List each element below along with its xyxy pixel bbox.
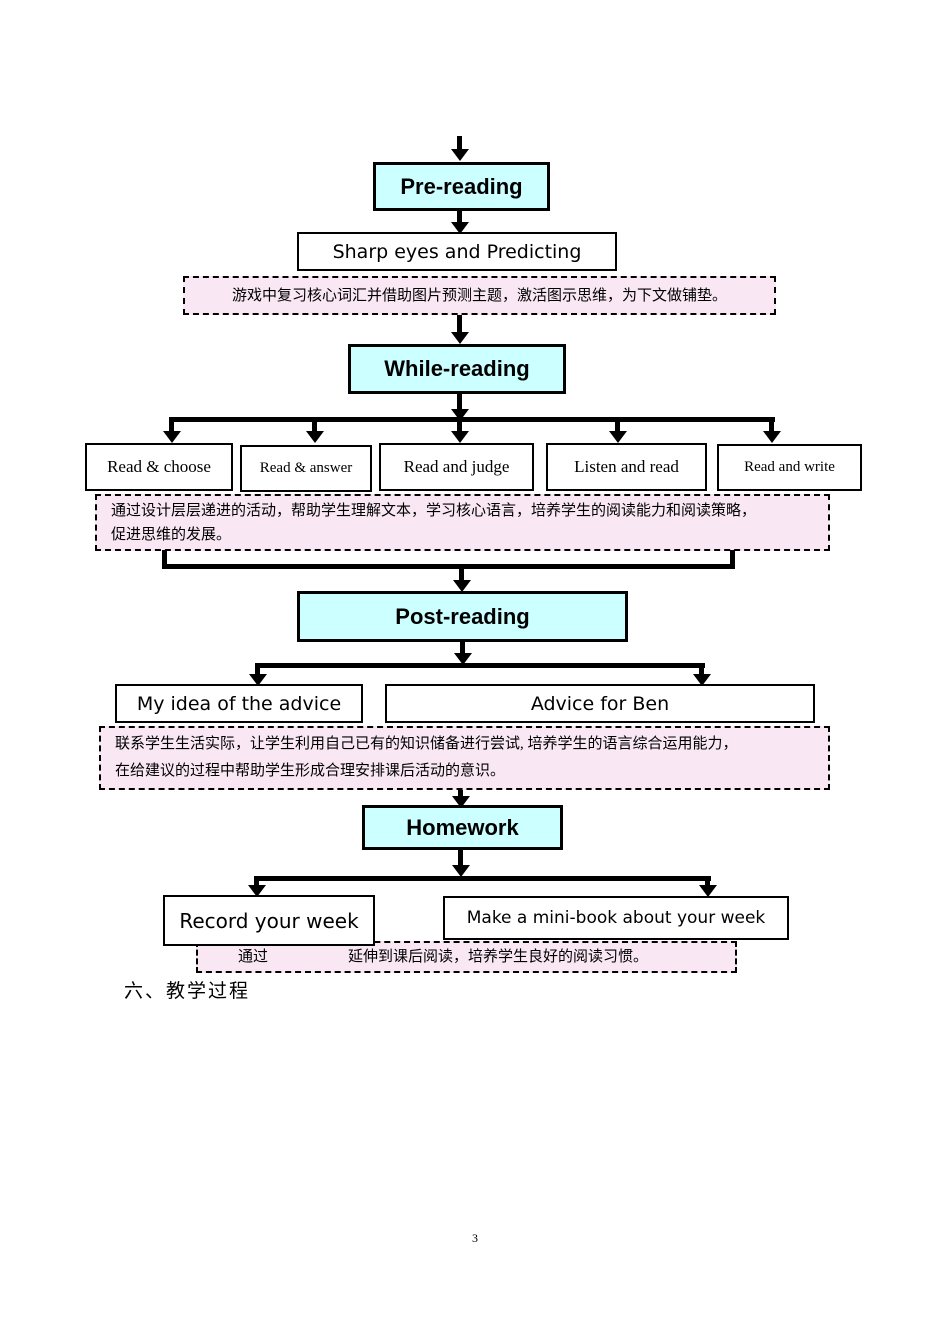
note-text-part2: 延伸到课后阅读，培养学生良好的阅读习惯。: [348, 949, 649, 965]
note-text-part1: 通过: [238, 949, 269, 965]
arrow-down: [451, 419, 469, 443]
activity-box-my-idea: My idea of the advice: [115, 684, 363, 723]
arrow-down: [693, 665, 711, 686]
stage-label-while-reading: While-reading: [384, 356, 530, 381]
activity-label: Record your week: [179, 908, 359, 933]
activity-label: Listen and read: [574, 457, 679, 476]
note-text-line2: 促进思维的发展。: [111, 526, 232, 543]
arrow-down: [763, 419, 781, 443]
note-box-while-reading: 通过设计层层递进的活动，帮助学生理解文本，学习核心语言，培养学生的阅读能力和阅读…: [95, 494, 830, 551]
activity-box-record-week: Record your week: [163, 895, 375, 946]
arrow-down: [699, 878, 717, 897]
arrow-down: [454, 642, 472, 665]
activity-label: Make a mini-book about your week: [466, 908, 766, 928]
arrow-down: [306, 419, 324, 443]
activity-label: Advice for Ben: [530, 692, 670, 715]
stage-box-pre-reading: Pre-reading: [373, 162, 550, 211]
bracket-end-left: [162, 550, 167, 566]
arrow-down: [451, 136, 469, 161]
activity-label: Read & choose: [107, 457, 211, 476]
arrow-down: [453, 566, 471, 592]
activity-box-read-judge: Read and judge: [379, 443, 534, 491]
activity-label: My idea of the advice: [136, 692, 342, 715]
note-text-line1: 联系学生生活实际，让学生利用自己已有的知识储备进行尝试, 培养学生的语言综合运用…: [115, 736, 738, 752]
note-box-pre-reading: 游戏中复习核心词汇并借助图片预测主题，激活图示思维，为下文做铺垫。: [183, 276, 776, 315]
arrow-down: [451, 211, 469, 234]
activity-box-advice-for-ben: Advice for Ben: [385, 684, 815, 723]
stage-box-homework: Homework: [362, 805, 563, 850]
arrow-down: [249, 665, 267, 686]
bracket-bar: [162, 564, 735, 569]
activity-label: Read and write: [744, 459, 835, 475]
note-box-post-reading: 联系学生生活实际，让学生利用自己已有的知识储备进行尝试, 培养学生的语言综合运用…: [99, 726, 830, 790]
section-heading: 六、教学过程: [124, 981, 251, 1002]
activity-label: Sharp eyes and Predicting: [332, 240, 582, 263]
arrow-down: [248, 878, 266, 897]
stage-box-while-reading: While-reading: [348, 344, 566, 394]
arrow-down: [451, 315, 469, 344]
note-text-line2: 在给建议的过程中帮助学生形成合理安排课后活动的意识。: [115, 763, 506, 779]
page-number: 3: [472, 1231, 478, 1245]
activity-box-sharp-eyes: Sharp eyes and Predicting: [297, 232, 617, 271]
connector-bar: [254, 876, 711, 881]
connector-bar: [169, 417, 775, 422]
stage-label-post-reading: Post-reading: [395, 603, 530, 629]
activity-label: Read and judge: [403, 457, 510, 476]
note-text-line1: 通过设计层层递进的活动，帮助学生理解文本，学习核心语言，培养学生的阅读能力和阅读…: [111, 502, 757, 519]
connector-bar: [255, 663, 705, 668]
bracket-end-right: [730, 550, 735, 566]
note-text: 游戏中复习核心词汇并借助图片预测主题，激活图示思维，为下文做铺垫。: [231, 287, 727, 304]
activity-box-read-choose: Read & choose: [85, 443, 233, 491]
arrow-down: [609, 419, 627, 443]
stage-label-pre-reading: Pre-reading: [400, 173, 523, 199]
arrow-down: [163, 419, 181, 443]
activity-box-read-write: Read and write: [717, 444, 862, 491]
stage-box-post-reading: Post-reading: [297, 591, 628, 642]
arrow-down: [452, 850, 470, 877]
activity-label: Read & answer: [259, 460, 353, 476]
activity-box-mini-book: Make a mini-book about your week: [443, 896, 789, 940]
note-box-homework: 通过 延伸到课后阅读，培养学生良好的阅读习惯。: [196, 941, 737, 973]
activity-box-listen-read: Listen and read: [546, 443, 707, 491]
stage-label-homework: Homework: [406, 814, 519, 840]
activity-box-read-answer: Read & answer: [240, 445, 372, 492]
